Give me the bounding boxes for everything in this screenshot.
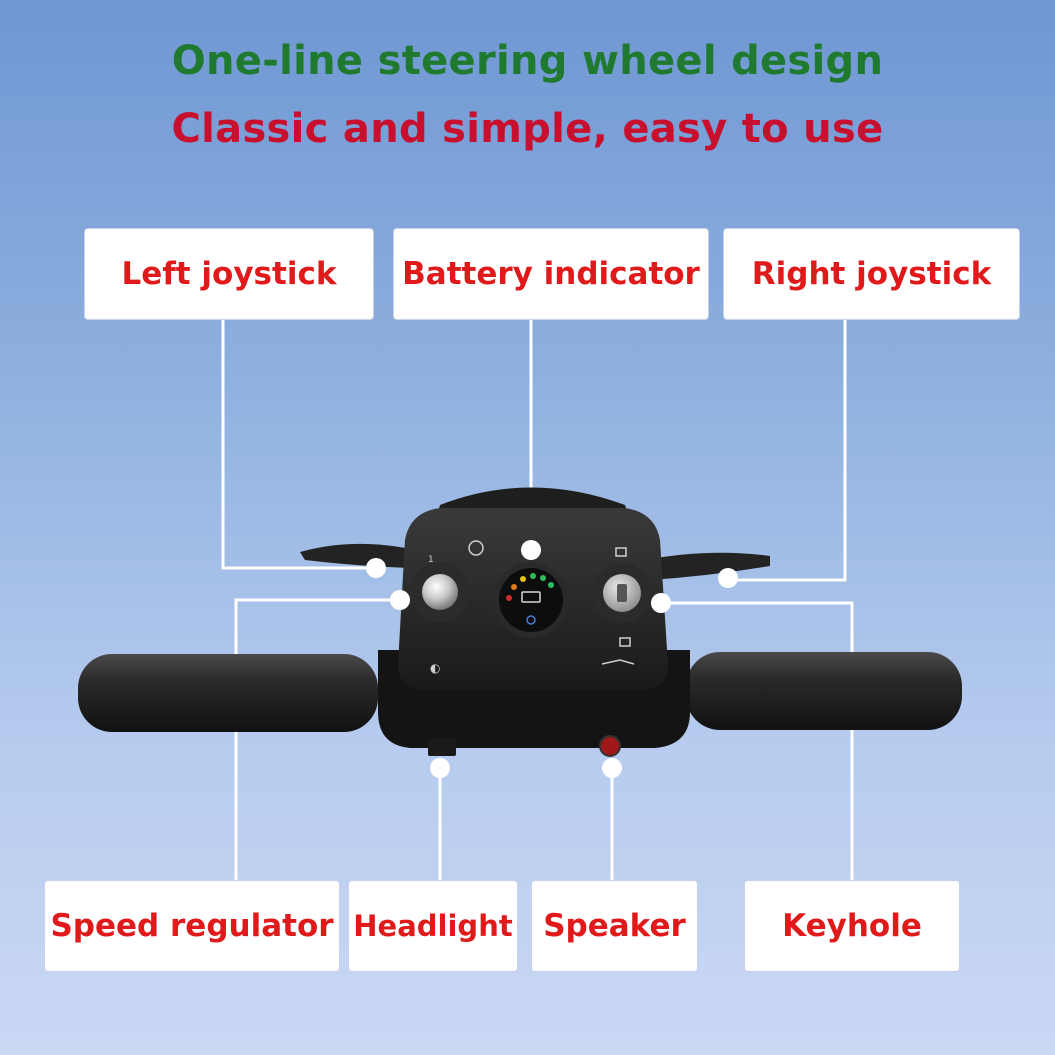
battery-led-green-1 — [530, 573, 536, 579]
speed-knob — [422, 574, 458, 610]
connector-lines — [221, 320, 854, 880]
headline-primary: One-line steering wheel design — [171, 38, 884, 84]
unlock-icon — [619, 637, 631, 647]
battery-led-red — [506, 595, 512, 601]
headline-secondary: Classic and simple, easy to use — [171, 106, 884, 152]
battery-icon — [521, 591, 541, 603]
battery-display — [499, 568, 563, 632]
label-left-joystick: Left joystick — [84, 228, 374, 320]
battery-led-green-2 — [540, 575, 546, 581]
label-battery-indicator: Battery indicator — [393, 228, 709, 320]
speaker-button — [599, 735, 621, 757]
label-headlight: Headlight — [348, 880, 518, 972]
horn-icon — [601, 659, 635, 665]
leader-keyhole — [661, 601, 854, 880]
headlight-switch — [428, 738, 456, 756]
label-speed-regulator: Speed regulator — [44, 880, 340, 972]
headlight-icon: ◐ — [430, 661, 440, 675]
left-lever — [300, 543, 410, 568]
speed-dial-marking: 1 — [428, 555, 434, 565]
lock-icon — [615, 547, 627, 557]
label-speaker: Speaker — [531, 880, 698, 972]
speedometer-icon — [468, 540, 484, 556]
keyhole-slot — [617, 584, 627, 602]
left-handle-grip — [78, 654, 378, 732]
leader-right-joystick — [728, 320, 847, 582]
leader-left-joystick — [221, 320, 376, 570]
right-handle-grip — [686, 652, 962, 730]
power-icon — [526, 615, 536, 625]
label-keyhole: Keyhole — [744, 880, 960, 972]
right-lever — [645, 552, 770, 580]
leader-speed-regulator — [234, 598, 400, 880]
battery-led-green-3 — [548, 582, 554, 588]
battery-led-yellow — [520, 576, 526, 582]
battery-led-orange — [511, 584, 517, 590]
label-right-joystick: Right joystick — [723, 228, 1020, 320]
pointer-dots — [366, 540, 738, 778]
